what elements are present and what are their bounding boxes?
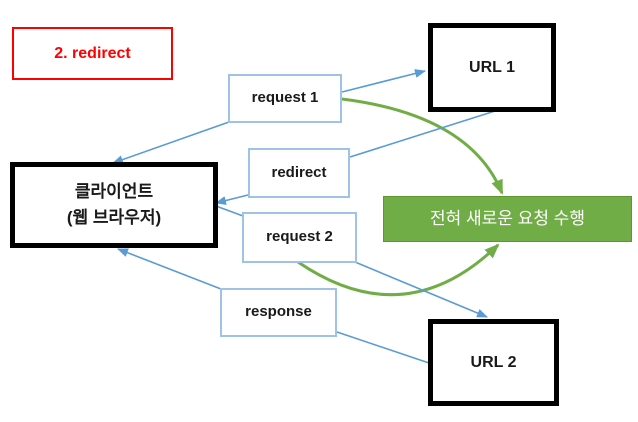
edge-request1-to-url1: [341, 69, 426, 93]
node-url2: URL 2: [428, 319, 559, 406]
url2-label: URL 2: [470, 353, 517, 371]
node-client: 클라이언트 (웹 브라우저): [10, 162, 218, 248]
edge-url2-to-response: [336, 331, 430, 364]
action-box: 전혀 새로운 요청 수행: [383, 196, 632, 242]
label-request2: request 2: [242, 212, 357, 263]
action-label: 전혀 새로운 요청 수행: [430, 209, 585, 229]
label-response: response: [220, 288, 337, 337]
request2-label: request 2: [266, 228, 333, 246]
edge-response-to-client: [117, 248, 222, 290]
edge-url1-to-redirect: [349, 110, 496, 158]
client-label-line2: (웹 브라우저): [66, 208, 162, 227]
node-url1: URL 1: [428, 23, 556, 112]
label-redirect: redirect: [248, 148, 350, 198]
title-label: 2. redirect: [54, 44, 131, 62]
green-arrow-request1-to-action: [341, 97, 504, 195]
edge-request2-to-url2: [354, 261, 488, 318]
client-label-line1: 클라이언트: [74, 181, 154, 201]
label-request1: request 1: [228, 74, 342, 123]
green-arrow-request2-to-action: [297, 243, 500, 297]
edge-client-to-request2: [215, 205, 244, 217]
title-box: 2. redirect: [12, 27, 173, 80]
response-label: response: [245, 303, 312, 321]
request1-label: request 1: [251, 89, 319, 107]
url1-label: URL 1: [469, 58, 515, 76]
redirect-label: redirect: [271, 163, 327, 181]
edge-redirect-to-client: [215, 194, 249, 205]
edge-request1-to-client: [112, 121, 230, 164]
